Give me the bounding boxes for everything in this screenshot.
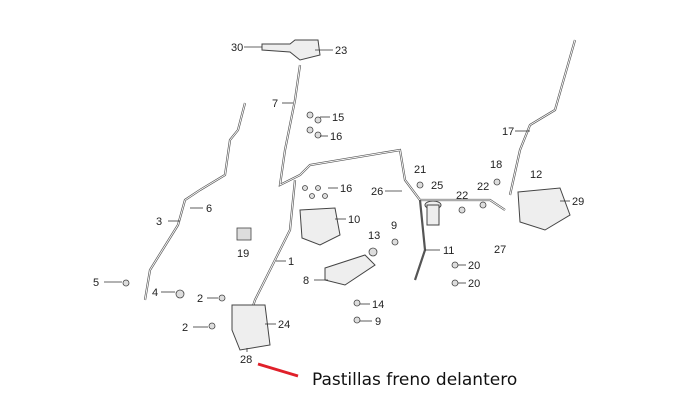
callout-9b: 9 [375, 316, 381, 328]
callout-9: 9 [391, 220, 397, 232]
callout-27: 27 [494, 244, 506, 256]
callout-15: 15 [332, 112, 344, 124]
callout-23: 23 [335, 45, 347, 57]
rear-caliper [517, 187, 571, 231]
callout-20: 20 [468, 260, 480, 272]
callout-22: 22 [456, 190, 468, 202]
callout-19: 19 [237, 248, 249, 260]
callout-24: 24 [278, 319, 290, 331]
callout-2b: 2 [182, 322, 188, 334]
callout-21: 21 [414, 164, 426, 176]
callout-28: 28 [240, 354, 252, 366]
front-caliper [231, 304, 271, 351]
callout-25: 25 [431, 180, 443, 192]
callout-1: 1 [288, 256, 294, 268]
callout-17: 17 [502, 126, 514, 138]
abs-bracket [324, 254, 376, 286]
callout-16: 16 [330, 131, 342, 143]
callout-labels: 30 23 7 15 16 16 3 6 17 18 12 29 21 25 2… [93, 42, 584, 366]
highlight-pointer-line [257, 362, 299, 378]
callout-6: 6 [206, 203, 212, 215]
callout-4: 4 [152, 287, 158, 299]
callout-14: 14 [372, 299, 384, 311]
callout-30: 30 [231, 42, 243, 54]
callout-29: 29 [572, 196, 584, 208]
callout-16b: 16 [340, 183, 352, 195]
callout-5: 5 [93, 277, 99, 289]
master-cylinder [261, 39, 321, 61]
callout-22b: 22 [477, 181, 489, 193]
callout-18: 18 [490, 159, 502, 171]
callout-7: 7 [272, 98, 278, 110]
callout-20b: 20 [468, 278, 480, 290]
callout-13: 13 [368, 230, 380, 242]
abs-unit [299, 207, 341, 246]
callout-26: 26 [371, 186, 383, 198]
brake-hoses [143, 39, 577, 331]
reservoir [424, 200, 442, 226]
callout-3: 3 [156, 216, 162, 228]
caption-front-brake-pads: Pastillas freno delantero [312, 370, 518, 390]
callout-11: 11 [443, 245, 454, 257]
bolts [122, 111, 501, 330]
callout-10: 10 [348, 214, 360, 226]
callout-2: 2 [197, 293, 203, 305]
callout-12: 12 [530, 169, 542, 181]
callout-8: 8 [303, 275, 309, 287]
